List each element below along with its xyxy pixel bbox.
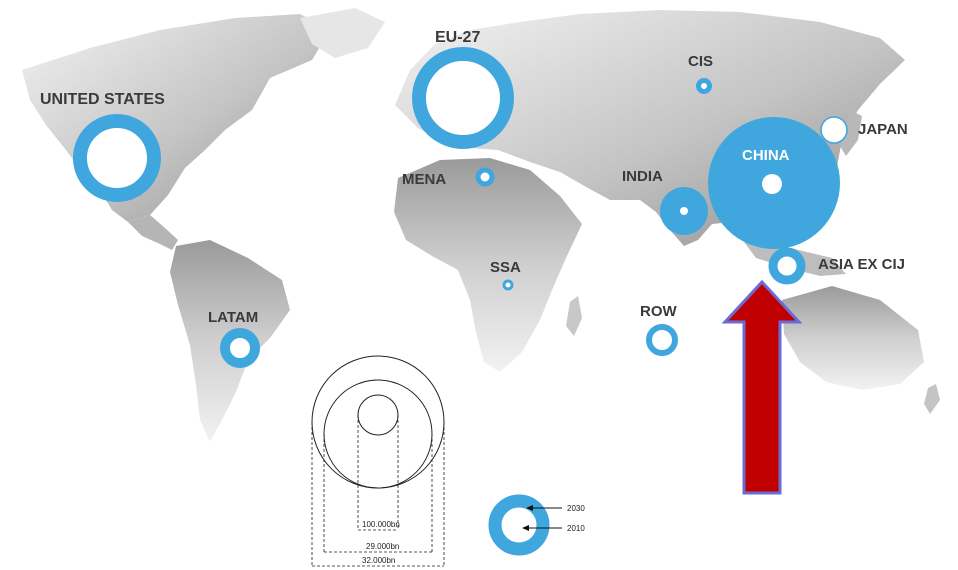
japan-bubble [820,116,848,144]
asia-ex-cij-bubble [768,247,806,285]
label-eu-27: EU-27 [435,29,480,46]
year-legend-core [509,515,529,535]
region-labels: UNITED STATES EU-27 CIS JAPAN CHINA MENA… [40,29,908,326]
latam-bubble [220,328,260,368]
label-asia-ex-cij: ASIA EX CIJ [818,256,905,273]
india-bubble-core [680,207,688,215]
label-united-states: UNITED STATES [40,91,165,108]
ssa-bubble [502,279,514,291]
scale-guide-lines [311,415,445,567]
australia-landmass [782,286,924,390]
year-label-2010: 2010 [567,524,585,533]
china-bubble-core [762,174,782,194]
label-cis: CIS [688,53,713,70]
africa-landmass [394,158,582,372]
year-legend-ring [488,494,550,556]
madagascar-landmass [566,296,582,336]
label-latam: LATAM [208,309,258,326]
label-japan: JAPAN [858,121,908,138]
up-arrow-icon [721,279,803,495]
label-row: ROW [640,303,678,320]
highlight-arrow [721,279,803,495]
united-states-bubble [73,114,161,202]
scale-label-small: 100.000bn [362,520,400,529]
year-legend: 2030 2010 [488,494,585,556]
year-label-2030: 2030 [567,504,585,513]
north-america-landmass [22,14,330,222]
scale-circle-small [357,394,399,436]
label-mena: MENA [402,171,446,188]
japan-landmass [840,110,862,156]
scale-circle-large [311,355,445,489]
mena-bubble [475,167,495,187]
scale-circle-medium [323,379,433,489]
cis-bubble [696,78,712,94]
label-india: INDIA [622,168,663,185]
greenland-landmass [300,8,385,58]
label-ssa: SSA [490,259,521,276]
scale-label-mid: 29.000bn [366,542,399,551]
new-zealand-landmass [924,384,940,414]
region-bubbles [73,47,848,368]
label-china: CHINA [742,147,790,164]
size-scale-legend: 100.000bn 29.000bn 32.000bn [311,355,445,567]
eu-27-bubble [412,47,514,149]
central-america-landmass [128,215,178,250]
row-bubble [646,324,678,356]
scale-label-large: 32.000bn [362,556,395,565]
